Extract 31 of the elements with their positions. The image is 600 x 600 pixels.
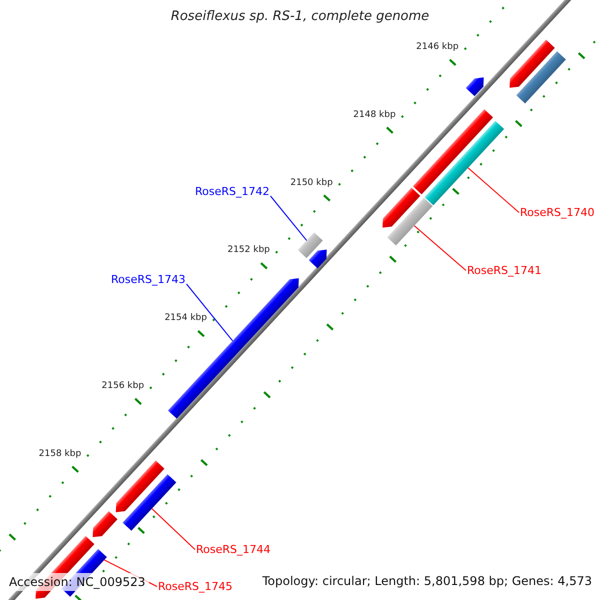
- tick-label: 2152 kbp: [226, 245, 271, 256]
- gene-feature: [308, 250, 327, 268]
- gene-bar: [412, 109, 494, 194]
- gene-label: RoseRS_1743: [111, 273, 186, 286]
- gene-label: RoseRS_1741: [467, 264, 542, 277]
- gene-label: RoseRS_1745: [158, 580, 232, 593]
- gene-feature: [510, 40, 555, 88]
- leader-line: [414, 225, 466, 271]
- gene-feature: [466, 77, 484, 96]
- gene-bar: [516, 51, 566, 104]
- leader-line: [151, 508, 196, 550]
- gene-feature: [382, 188, 420, 228]
- tick-label: 2156 kbp: [100, 381, 146, 391]
- title: Roseiflexus sp. RS-1, complete genome: [170, 9, 430, 24]
- leader-line: [270, 196, 308, 241]
- gene-label: RoseRS_1744: [196, 543, 270, 556]
- gene-label: RoseRS_1740: [520, 206, 594, 219]
- gene-feature: [92, 511, 118, 538]
- tick-label: 2150 kbp: [289, 178, 334, 188]
- tick-label: 2158 kbp: [38, 448, 82, 459]
- gene-bar: [122, 474, 176, 531]
- gene-label: RoseRS_1742: [195, 185, 270, 198]
- gene-bar: [387, 198, 433, 246]
- leader-line: [468, 167, 520, 213]
- info-text: Topology: circular; Length: 5,801,598 bp; Genes: 4,573: [262, 574, 592, 588]
- tick-label: 2154 kbp: [164, 313, 208, 324]
- tick-label: 2146 kbp: [415, 42, 460, 52]
- gene-bar: [298, 232, 323, 258]
- gene-feature: [116, 460, 164, 512]
- tick-label: 2148 kbp: [352, 110, 397, 120]
- gene-bar: [424, 120, 504, 206]
